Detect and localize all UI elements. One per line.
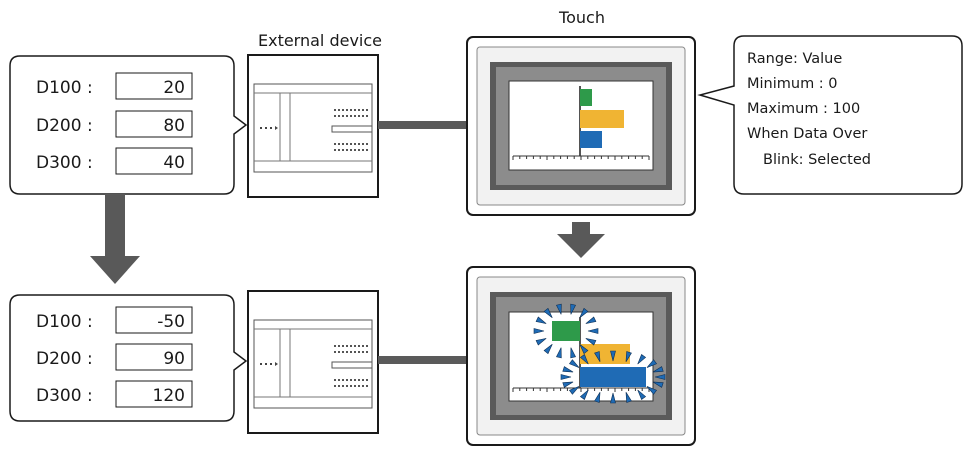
plc-device-after	[247, 290, 379, 434]
blink-ray	[654, 374, 666, 380]
settings-line: Blink: Selected	[763, 152, 871, 168]
blink-ray	[587, 328, 599, 334]
blink-ray	[585, 316, 597, 324]
register-value: 120	[153, 386, 185, 406]
blink-rays-icon	[533, 303, 666, 404]
blink-ray	[652, 366, 664, 373]
register-name: D100 :	[36, 312, 93, 332]
bar	[580, 89, 592, 106]
bar	[580, 131, 602, 148]
down-arrow-icon	[557, 222, 605, 258]
blink-ray	[594, 351, 601, 362]
register-value: 20	[163, 78, 185, 98]
register-name: D100 :	[36, 78, 93, 98]
register-name: D300 :	[36, 153, 93, 173]
touch-panel-before	[466, 36, 696, 216]
blink-ray	[579, 344, 589, 355]
blink-ray	[570, 347, 576, 359]
down-arrow-icon	[90, 194, 140, 284]
blink-ray	[556, 347, 562, 359]
settings-callout: Range: Value Minimum : 0 Maximum : 100 W…	[697, 35, 963, 195]
settings-line: Range: Value	[747, 51, 842, 67]
settings-line: Minimum : 0	[747, 76, 838, 92]
settings-line: When Data Over	[747, 126, 867, 142]
external-device-label: External device	[258, 31, 382, 50]
blink-ray	[637, 354, 647, 365]
blink-ray	[568, 386, 580, 395]
register-value: 90	[163, 349, 185, 369]
register-value: 40	[163, 153, 185, 173]
blink-ray	[625, 351, 632, 362]
bar	[580, 110, 624, 128]
blink-ray	[625, 392, 632, 403]
register-value: 80	[163, 116, 185, 136]
blink-ray	[560, 374, 572, 380]
blink-ray	[543, 344, 553, 355]
bar	[552, 321, 580, 341]
blink-ray	[579, 307, 589, 318]
blink-ray	[579, 354, 589, 365]
blink-ray	[637, 389, 647, 400]
register-name: D300 :	[36, 386, 93, 406]
bar	[580, 344, 630, 364]
register-name: D200 :	[36, 116, 93, 136]
blink-ray	[568, 359, 580, 368]
blink-ray	[535, 338, 547, 346]
blink-ray	[579, 389, 589, 400]
blink-ray	[610, 392, 616, 404]
blink-ray	[646, 386, 658, 395]
register-callout-after: D100 : -50 D200 : 90 D300 : 120	[9, 294, 248, 422]
blink-ray	[594, 392, 601, 403]
blink-ray	[535, 316, 547, 324]
blink-ray	[652, 381, 664, 388]
blink-ray	[562, 366, 574, 373]
blink-ray	[543, 307, 553, 318]
touch-panel-after	[466, 266, 696, 446]
register-name: D200 :	[36, 349, 93, 369]
touch-label: Touch	[558, 8, 605, 27]
blink-ray	[570, 303, 576, 315]
blink-ray	[646, 359, 658, 368]
blink-ray	[556, 303, 562, 315]
bar	[580, 367, 646, 387]
settings-line: Maximum : 100	[747, 101, 860, 117]
plc-device-before	[247, 54, 379, 198]
blink-ray	[610, 350, 616, 362]
register-value: -50	[157, 312, 185, 332]
blink-ray	[533, 328, 545, 334]
cable	[378, 356, 469, 364]
blink-ray	[562, 381, 574, 388]
blink-ray	[585, 338, 597, 346]
cable	[378, 121, 469, 129]
register-callout-before: D100 : 20 D200 : 80 D300 : 40	[9, 55, 248, 195]
